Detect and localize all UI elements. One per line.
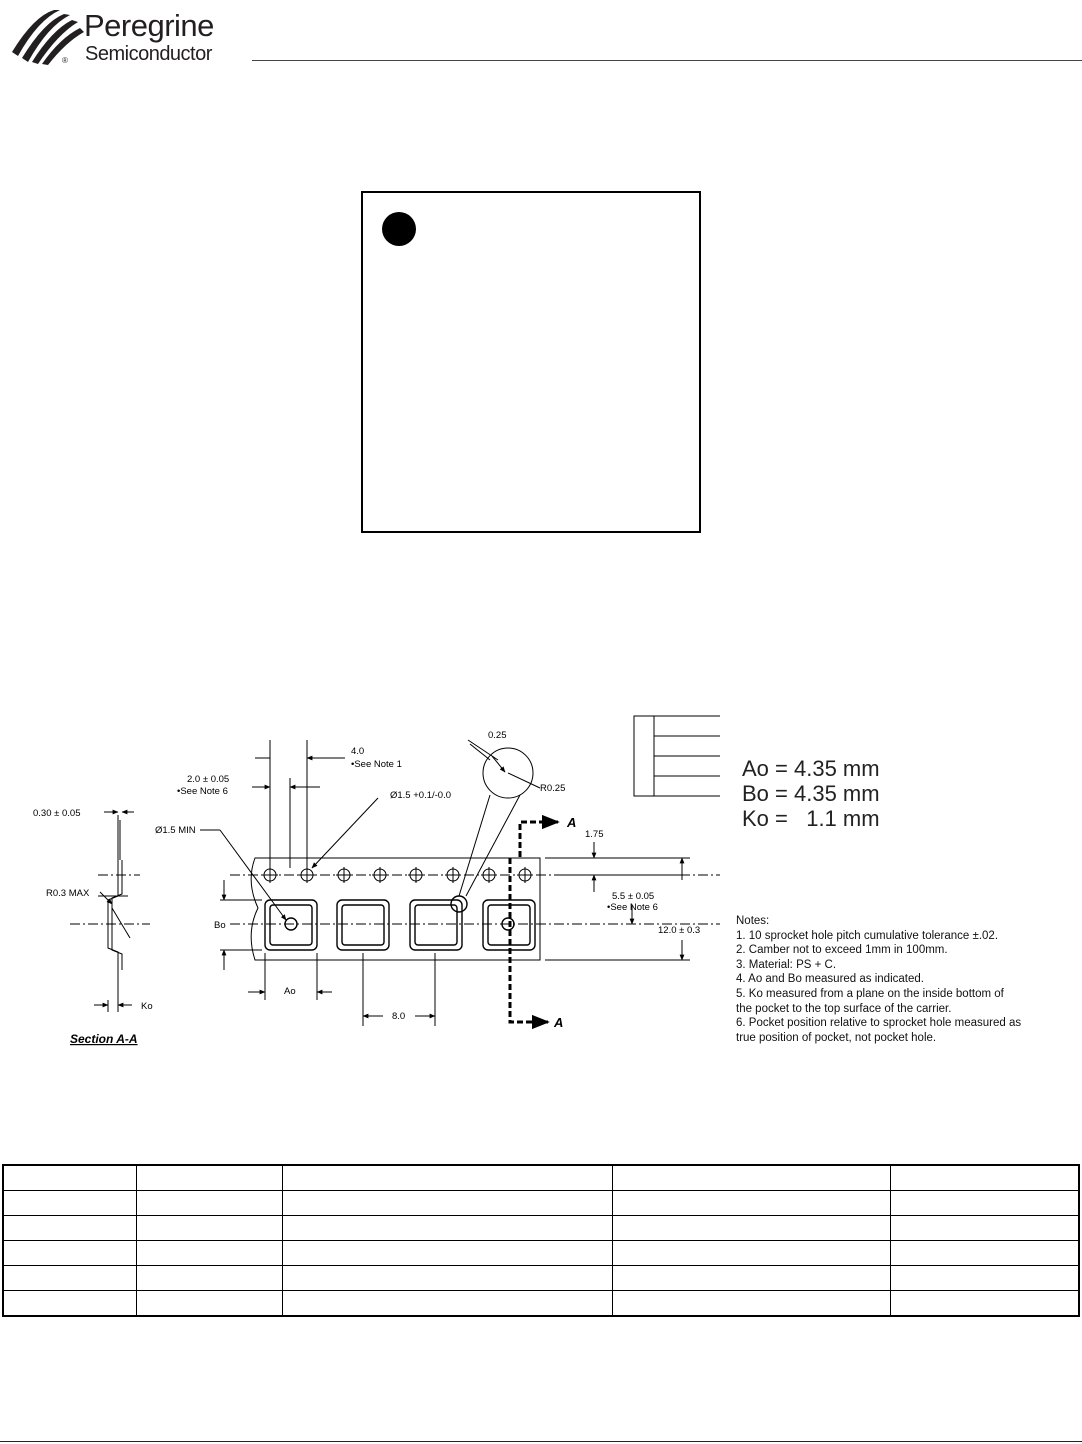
logo-line2: Semiconductor bbox=[85, 43, 212, 65]
logo: Peregrine Semiconductor ® bbox=[8, 6, 248, 66]
tape-drawing: 4.0 •See Note 1 2.0 ± 0.05 •See Note 6 0… bbox=[33, 715, 720, 1046]
header-rule bbox=[252, 60, 1082, 61]
dim-8: 8.0 bbox=[392, 1011, 405, 1022]
dim-thickness: 0.30 ± 0.05 bbox=[33, 808, 80, 819]
drawing-notes: Notes: 1. 10 sprocket hole pitch cumulat… bbox=[736, 914, 1076, 1045]
section-a-top: A bbox=[566, 815, 576, 830]
note-5b: the pocket to the top surface of the car… bbox=[736, 1002, 952, 1015]
note-5a: 5. Ko measured from a plane on the insid… bbox=[736, 987, 1004, 1000]
dim-r025: R0.25 bbox=[540, 783, 565, 794]
dim-hole-dia: Ø1.5 +0.1/-0.0 bbox=[390, 790, 451, 801]
dim-note6b: •See Note 6 bbox=[607, 902, 658, 913]
dim-bo: Bo bbox=[214, 920, 226, 931]
dim-r03: R0.3 MAX bbox=[46, 888, 90, 899]
sprocket-holes bbox=[262, 867, 533, 883]
dim-sprocket-offset: 2.0 ± 0.05 bbox=[187, 774, 229, 785]
dim-ao: Ao bbox=[284, 986, 296, 997]
pin-1-dot-icon bbox=[382, 212, 416, 246]
section-label: Section A-A bbox=[70, 1032, 138, 1046]
dim-note6a: •See Note 6 bbox=[177, 786, 228, 797]
note-3: 3. Material: PS + C. bbox=[736, 958, 837, 971]
package-marking-box bbox=[361, 191, 701, 533]
dim-55: 5.5 ± 0.05 bbox=[612, 891, 654, 902]
note-1: 1. 10 sprocket hole pitch cumulative tol… bbox=[736, 929, 999, 942]
table-row bbox=[2, 1290, 1080, 1317]
note-2: 2. Camber not to exceed 1mm in 100mm. bbox=[736, 944, 948, 957]
dim-note1: •See Note 1 bbox=[351, 759, 402, 770]
table-row bbox=[2, 1240, 1080, 1266]
pocket-dimension-legend: Ao = 4.35 mm Bo = 4.35 mm Ko = 1.1 mm bbox=[742, 756, 880, 831]
legend-bo: Bo = 4.35 mm bbox=[742, 781, 880, 806]
dim-pitch: 4.0 bbox=[351, 746, 364, 757]
legend-ko: Ko = 1.1 mm bbox=[742, 806, 880, 831]
logo-mark-icon bbox=[12, 10, 84, 65]
table-row bbox=[2, 1215, 1080, 1241]
note-6a: 6. Pocket position relative to sprocket … bbox=[736, 1017, 1022, 1030]
ordering-table bbox=[2, 1164, 1080, 1317]
dim-12: 12.0 ± 0.3 bbox=[658, 925, 700, 936]
section-a-a-profile bbox=[70, 809, 150, 1012]
logo-line1: Peregrine bbox=[84, 8, 214, 43]
table-row bbox=[2, 1265, 1080, 1291]
table-row bbox=[2, 1190, 1080, 1216]
legend-ao: Ao = 4.35 mm bbox=[742, 756, 880, 781]
section-a-bottom: A bbox=[553, 1015, 563, 1030]
note-4: 4. Ao and Bo measured as indicated. bbox=[736, 973, 924, 986]
tape-pockets bbox=[264, 895, 536, 951]
dim-min-hole: Ø1.5 MIN bbox=[155, 825, 196, 836]
notes-title: Notes: bbox=[736, 915, 770, 927]
dim-r025-top: 0.25 bbox=[488, 730, 507, 741]
note-6b: true position of pocket, not pocket hole… bbox=[736, 1031, 937, 1044]
footer-rule bbox=[0, 1441, 1082, 1442]
dim-175: 1.75 bbox=[585, 829, 604, 840]
dim-ko: Ko bbox=[141, 1001, 153, 1012]
table-row bbox=[2, 1164, 1080, 1191]
registered-mark: ® bbox=[62, 56, 68, 65]
